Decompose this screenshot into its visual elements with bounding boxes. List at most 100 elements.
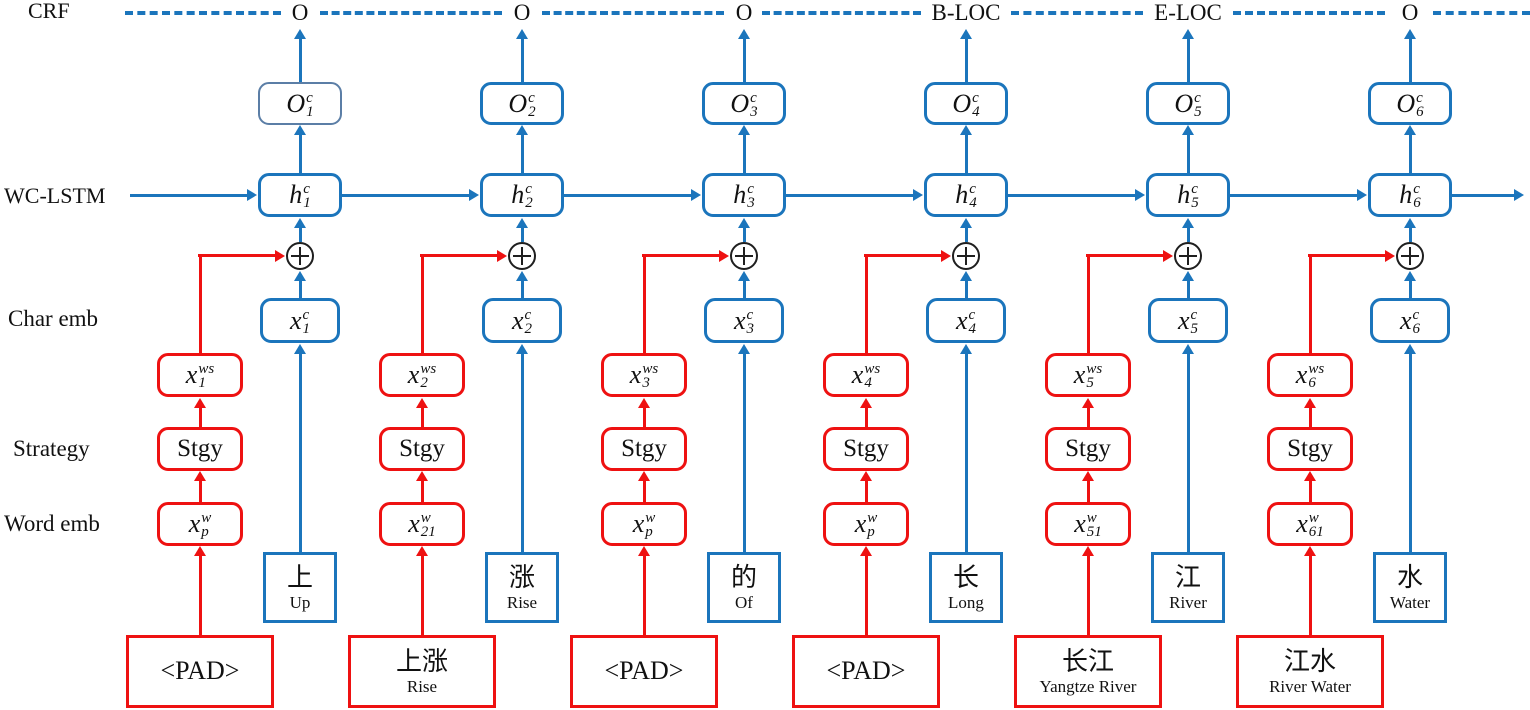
arrow-charemb-to-plus [1182, 271, 1194, 298]
char-gloss: River [1169, 592, 1207, 612]
word-hanzi: <PAD> [604, 656, 684, 685]
row-label-wc-lstm: WC-LSTM [4, 183, 106, 208]
row-label-char-emb: Char emb [8, 306, 99, 331]
row-label-crf: CRF [28, 0, 70, 23]
char-hanzi: 长 [952, 562, 979, 592]
arrow-output-to-crf [738, 29, 750, 82]
char-gloss: Up [289, 592, 311, 612]
arrow-wordemb-to-strategy [860, 471, 872, 502]
word-gloss: Rise [406, 676, 438, 696]
crf-tag: O [291, 0, 309, 25]
arrow-h4-to-h5 [1008, 189, 1145, 201]
strategy-box: Stgy [379, 427, 465, 471]
arrow-word-to-wordemb [194, 546, 206, 635]
arrow-char-to-charemb [1404, 344, 1416, 552]
arrow-word-to-wordemb [1304, 546, 1316, 635]
strategy-box: Stgy [157, 427, 243, 471]
arrow-ws-to-plus [864, 249, 951, 262]
char-input-box: 的 Of [707, 552, 781, 623]
word-gloss: Yangtze River [1039, 676, 1137, 696]
arrow-ws-to-plus [420, 249, 507, 262]
strategy-box: Stgy [1267, 427, 1353, 471]
arrow-strategy-to-ws [416, 398, 428, 427]
arrow-h2-to-h3 [564, 189, 701, 201]
arrow-lstm-input [130, 189, 257, 201]
plus-icon [1396, 242, 1424, 270]
char-hanzi: 的 [730, 562, 757, 592]
arrow-ws-to-plus [1308, 249, 1395, 262]
arrow-strategy-to-ws [638, 398, 650, 427]
arrow-wordemb-to-strategy [1082, 471, 1094, 502]
arrow-wordemb-to-strategy [416, 471, 428, 502]
arrow-charemb-to-plus [1404, 271, 1416, 298]
arrow-output-to-crf [960, 29, 972, 82]
char-hanzi: 水 [1396, 562, 1423, 592]
arrow-hidden-to-output [960, 125, 972, 173]
arrow-h5-to-h6 [1230, 189, 1367, 201]
char-gloss: Water [1389, 592, 1431, 612]
word-input-box: 江水 River Water [1236, 635, 1384, 708]
strategy-box: Stgy [601, 427, 687, 471]
char-input-box: 水 Water [1373, 552, 1447, 623]
row-label-word-emb: Word emb [4, 511, 100, 536]
word-input-box: <PAD> [570, 635, 718, 708]
arrow-charemb-to-plus [738, 271, 750, 298]
arrow-plus-to-hidden [738, 218, 750, 242]
arrow-char-to-charemb [960, 344, 972, 552]
arrow-word-to-wordemb [638, 546, 650, 635]
arrow-charemb-to-plus [516, 271, 528, 298]
char-gloss: Long [948, 592, 984, 612]
arrow-plus-to-hidden [294, 218, 306, 242]
arrow-hidden-to-output [1182, 125, 1194, 173]
arrow-wordemb-to-strategy [1304, 471, 1316, 502]
word-input-box: <PAD> [126, 635, 274, 708]
red-elbow-line [1308, 254, 1312, 353]
strategy-box: Stgy [823, 427, 909, 471]
word-hanzi: 江水 [1283, 646, 1336, 676]
char-input-box: 上 Up [263, 552, 337, 623]
arrow-ws-to-plus [198, 249, 285, 262]
arrow-char-to-charemb [516, 344, 528, 552]
red-elbow-line [1086, 254, 1090, 353]
char-hanzi: 上 [286, 562, 313, 592]
arrow-charemb-to-plus [294, 271, 306, 298]
char-gloss: Of [735, 592, 753, 612]
arrow-ws-to-plus [642, 249, 729, 262]
